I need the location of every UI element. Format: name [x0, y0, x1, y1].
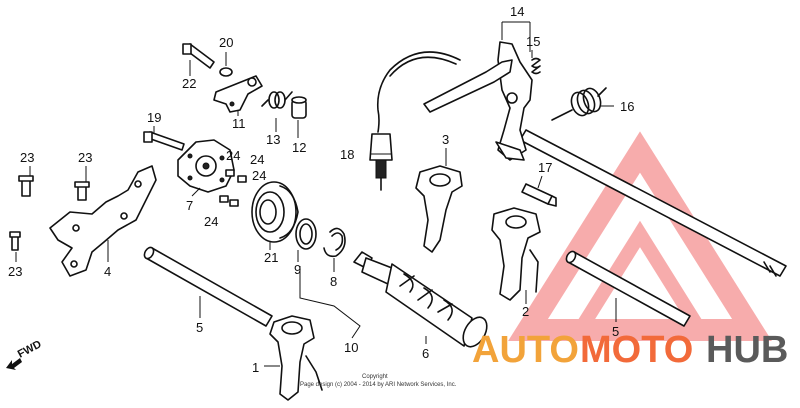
callout-24b: 24 [250, 152, 264, 167]
callout-23b: 23 [78, 150, 92, 165]
callout-10: 10 [344, 340, 358, 355]
spring-13-part [261, 91, 293, 109]
wm-moto: MOTO [580, 329, 693, 371]
callout-13: 13 [266, 132, 280, 147]
callout-5a: 5 [196, 320, 203, 335]
callout-24d: 24 [204, 214, 218, 229]
fork-1-part [269, 315, 323, 401]
shift-spindle-part [519, 129, 787, 277]
callout-5b: 5 [612, 324, 619, 339]
copyright-title: Copyright [362, 374, 388, 380]
screw-23a-part [18, 175, 34, 197]
shaft-right-part [565, 250, 691, 327]
fwd-label: FWD [16, 338, 44, 360]
stopper-arm-part [213, 75, 263, 113]
wm-hub: HUB [706, 329, 788, 371]
callout-15: 15 [526, 34, 540, 49]
callout-23a: 23 [20, 150, 34, 165]
bracket-4-part [49, 165, 157, 277]
callout-11: 11 [232, 116, 246, 131]
fork-2-part [491, 207, 541, 301]
callout-2: 2 [522, 304, 529, 319]
fwd-arrow-icon [6, 358, 22, 370]
callout-12: 12 [292, 140, 306, 155]
fork-3-part [415, 165, 463, 253]
callout-24c: 24 [252, 168, 266, 183]
screw-23b-part [74, 181, 90, 201]
callout-1: 1 [252, 360, 259, 375]
washer-20-part [219, 67, 233, 77]
fwd-arrow: FWD [6, 338, 44, 370]
callout-6: 6 [422, 346, 429, 361]
spring-15-part [531, 57, 541, 75]
wm-auto: AUTO [472, 329, 579, 371]
callout-16: 16 [620, 99, 634, 114]
bolt-19-part [143, 131, 185, 151]
shaft-left-part [143, 246, 273, 327]
callout-18: 18 [340, 147, 354, 162]
callout-9: 9 [294, 262, 301, 277]
screw-23c-part [9, 231, 21, 251]
pins-24-part [219, 169, 247, 207]
pin-17-part [521, 183, 557, 207]
callout-21: 21 [264, 250, 278, 265]
shift-arm-part [423, 41, 533, 161]
callout-20: 20 [219, 35, 233, 50]
ring-9-part [295, 218, 317, 250]
bearing-21-part [251, 181, 299, 243]
callout-4: 4 [104, 264, 111, 279]
circlip-8-part [323, 227, 346, 258]
callout-7: 7 [186, 198, 193, 213]
shift-drum-part [353, 251, 488, 348]
callout-17: 17 [538, 160, 552, 175]
callout-19: 19 [147, 110, 161, 125]
collar-12-part [291, 96, 307, 119]
bolt-22-part [182, 43, 215, 69]
leader-lines [15, 21, 617, 367]
copyright-line: Page design (c) 2004 - 2014 by ARI Netwo… [300, 382, 457, 388]
callout-8: 8 [330, 274, 337, 289]
callout-3: 3 [442, 132, 449, 147]
torsion-spring-part [551, 87, 607, 121]
callout-23c: 23 [8, 264, 22, 279]
callout-14: 14 [510, 4, 524, 19]
drum-plate-part [177, 139, 235, 193]
callout-24a: 24 [226, 148, 240, 163]
watermark-wordmark: AUTO MOTO HUB [472, 329, 788, 371]
callout-22: 22 [182, 76, 196, 91]
callout-labels: 14 15 20 22 16 19 11 13 12 3 23 23 24 24… [8, 4, 634, 375]
